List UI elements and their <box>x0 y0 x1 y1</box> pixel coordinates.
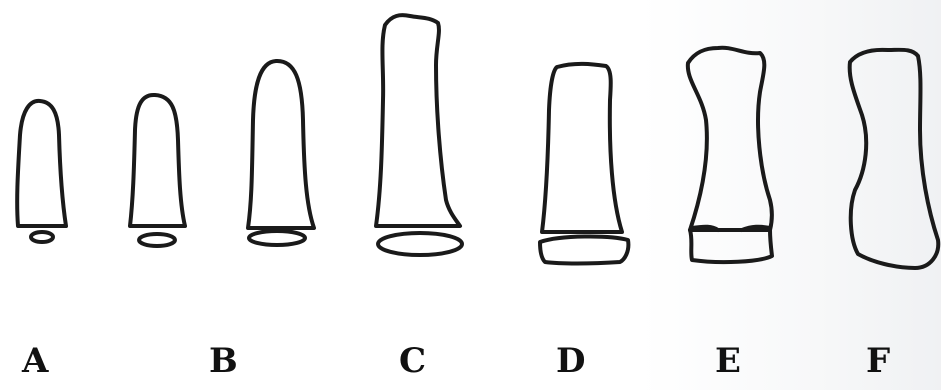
stage-label-b: B <box>209 344 238 378</box>
bone-stage-c-icon <box>376 15 462 255</box>
bone-stage-d-icon <box>540 64 628 264</box>
stage-label-a: A <box>22 344 48 378</box>
stage-label-d: D <box>556 344 585 378</box>
bone-stage-b1-icon <box>130 95 185 246</box>
bone-stage-a-icon <box>17 101 66 242</box>
stage-label-c: C <box>399 344 426 378</box>
bone-stage-b2-icon <box>248 61 314 245</box>
bone-stage-f-icon <box>850 50 939 268</box>
bone-stage-e-icon <box>688 48 772 262</box>
stage-label-e: E <box>715 344 741 378</box>
stage-label-f: F <box>866 344 890 378</box>
